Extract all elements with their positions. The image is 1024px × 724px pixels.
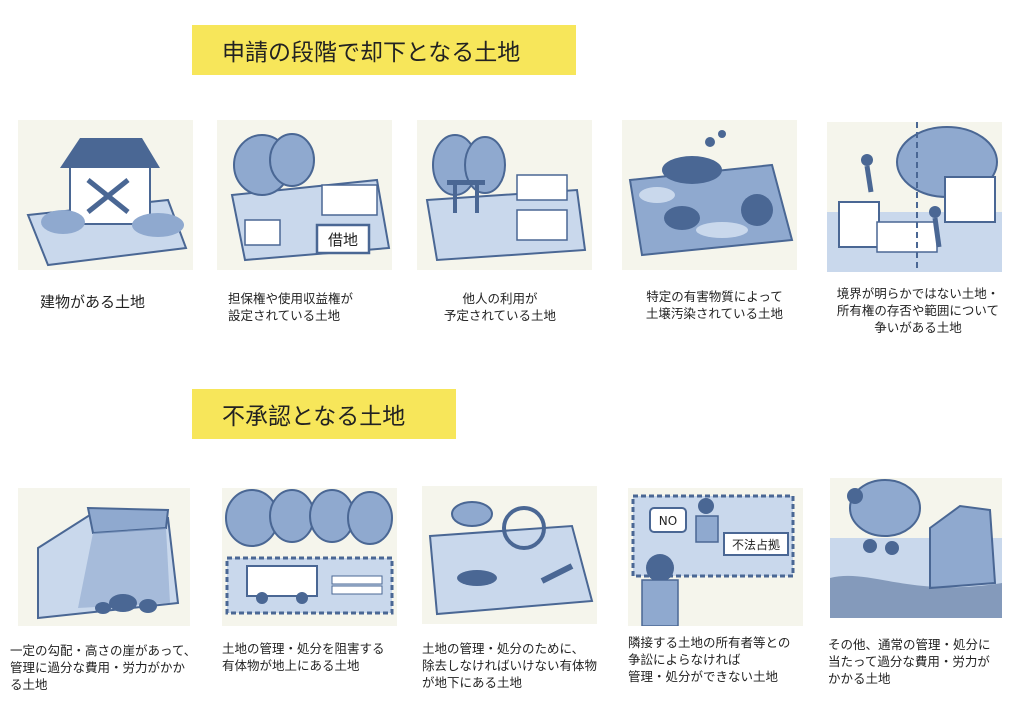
illustration-house [18,120,193,270]
lease-sign-text: 借地 [328,231,358,249]
wild-animals-landslide-icon [830,479,1002,618]
illustration-truck [222,488,397,626]
caption-building-land: 建物がある土地 [40,293,146,311]
boundary-dispute-icon [827,122,1002,272]
caption-underground-objects: 土地の管理・処分のために、 除去しなければいけない有体物 が地下にある土地 [422,641,598,690]
illustration-buried [422,486,597,624]
shrine-and-graves-icon [425,134,587,262]
caption-excessive-cost: その他、通常の管理・処分に 当たって過分な費用・労力が かかる土地 [828,637,991,686]
illegal-occupation-icon: 不法占拠 NO [631,494,795,626]
no-bubble-text: NO [659,514,677,528]
contaminated-land-icon [628,130,794,257]
section-title-rejected: 申請の段階で却下となる土地 [192,25,576,75]
illustration-occupation: 不法占拠 NO [628,488,803,626]
caption-boundary-unclear-land: 境界が明らかではない土地・ 所有権の存否や範囲について 争いがある土地 [836,286,1000,335]
caption-cliff-land: 一定の勾配・高さの崖があって、 管理に過分な費用・労力がかか る土地 [10,643,197,692]
buried-objects-icon [428,501,594,616]
illustration-boundary [827,122,1002,272]
truck-and-logs-icon [225,489,394,615]
cliff-land-icon [37,506,180,620]
illustration-shrine [417,120,592,270]
illustration-other [830,478,1002,618]
illegal-occupation-sign-text: 不法占拠 [732,537,780,552]
section-title-disapproved: 不承認となる土地 [192,389,456,439]
caption-neighbor-dispute: 隣接する土地の所有者等との 争訟によらなければ 管理・処分ができない土地 [628,635,791,684]
caption-contaminated-land: 特定の有害物質によって 土壌汚染されている土地 [645,289,784,321]
land-with-lease-sign-icon: 借地 [230,133,391,262]
house-with-trees-icon [26,138,188,267]
caption-above-ground-objects: 土地の管理・処分を阻害する 有体物が地上にある土地 [222,641,385,673]
caption-planned-use-land: 他人の利用が 予定されている土地 [443,291,557,323]
caption-security-right-land: 担保権や使用収益権が 設定されている土地 [228,291,354,323]
illustration-lease: 借地 [217,120,392,270]
illustration-contamination [622,120,797,270]
illustration-cliff [18,488,190,626]
